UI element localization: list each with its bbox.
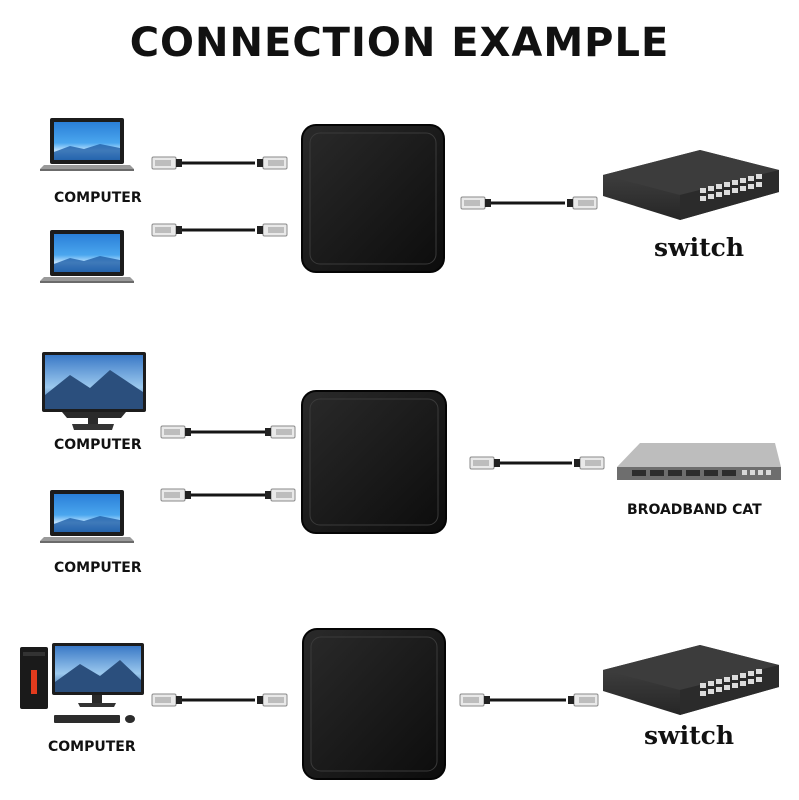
- computer-label: COMPUTER: [54, 190, 142, 206]
- ethernet-cable-icon: [459, 693, 599, 707]
- ethernet-cable-icon: [469, 456, 605, 470]
- laptop-icon: [40, 490, 134, 543]
- monitor-icon: [42, 352, 146, 430]
- switch-label: switch: [654, 233, 745, 262]
- ethernet-cable-icon: [151, 693, 288, 707]
- network-switch-icon: [603, 150, 779, 220]
- switch-label: switch: [644, 721, 735, 750]
- ethernet-cable-icon: [160, 425, 296, 439]
- ethernet-cable-icon: [151, 223, 288, 237]
- ethernet-cable-icon: [460, 196, 598, 210]
- olt-device-icon: [617, 443, 781, 480]
- computer-label: COMPUTER: [54, 560, 142, 576]
- page-title: CONNECTION EXAMPLE: [129, 20, 670, 66]
- splitter-box-icon: [301, 390, 447, 534]
- splitter-box-icon: [301, 124, 445, 273]
- laptop-icon: [40, 230, 134, 283]
- computer-label: COMPUTER: [54, 437, 142, 453]
- splitter-box-icon: [302, 628, 446, 780]
- laptop-icon: [40, 118, 134, 171]
- desktop-pc-icon: [20, 643, 144, 723]
- ethernet-cable-icon: [151, 156, 288, 170]
- ethernet-cable-icon: [160, 488, 296, 502]
- broadband-label: BROADBAND CAT: [627, 502, 762, 518]
- computer-label: COMPUTER: [48, 739, 136, 755]
- network-switch-icon: [603, 645, 779, 715]
